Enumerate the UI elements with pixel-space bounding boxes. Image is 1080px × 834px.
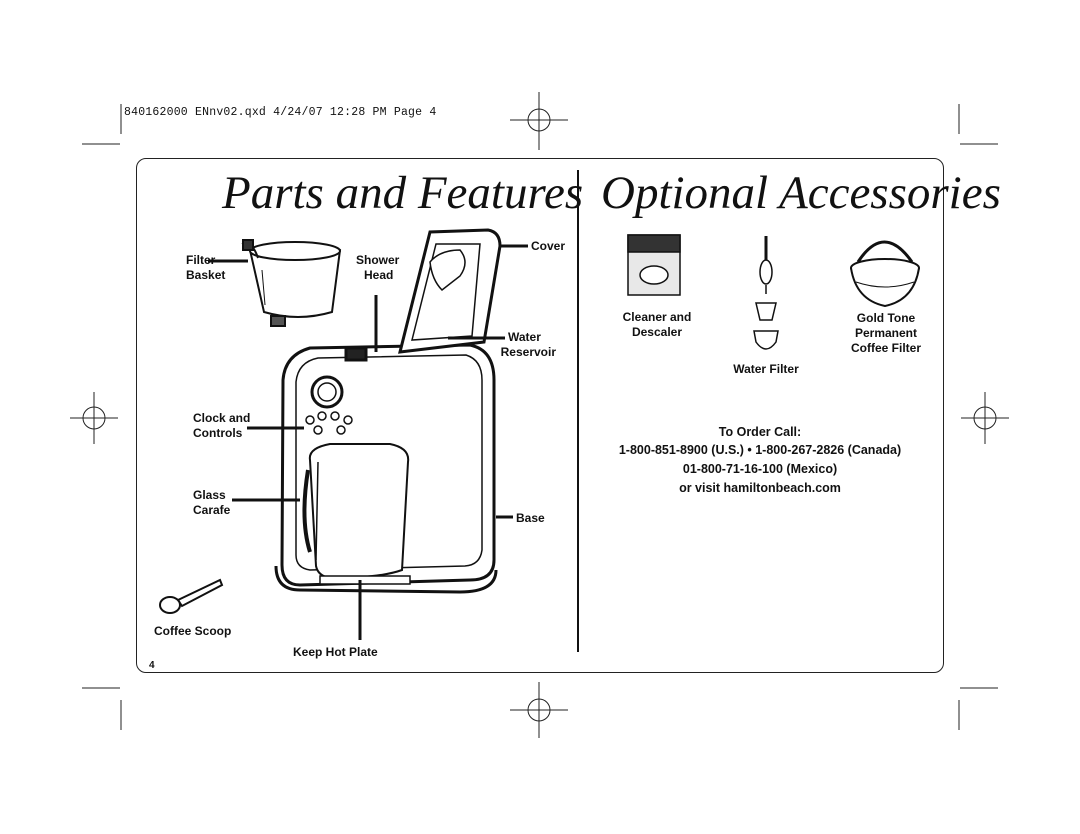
slug-line: 840162000 ENnv02.qxd 4/24/07 12:28 PM Pa… [124,106,437,119]
base-label: Base [516,511,545,525]
order-website: or visit hamiltonbeach.com [679,481,841,495]
page-frame [136,158,944,673]
order-phone-us-canada: 1-800-851-8900 (U.S.) • 1-800-267-2826 (… [618,443,902,457]
coffee-maker-illustration [274,228,502,594]
accessories-heading: Optional Accessories [601,167,1001,219]
registration-mark-right [961,392,1009,444]
coffee-scoop-illustration [159,578,224,614]
cover-label: Cover [531,239,566,253]
column-divider [577,170,579,652]
cleaner-box-illustration [627,234,681,296]
registration-mark-left [70,392,118,444]
filter-basket-illustration [241,239,342,327]
page-number: 4 [149,660,155,671]
order-phone-mexico: 01-800-71-16-100 (Mexico) [682,462,838,476]
leader-lines [208,244,528,640]
coffee-scoop-label: Coffee Scoop [154,624,232,638]
keep-hot-plate-label: Keep Hot Plate [293,645,378,659]
water-filter-label: Water Filter [733,362,799,376]
order-title: To Order Call: [718,425,802,439]
water-filter-illustration [753,236,779,350]
gold-tone-filter-illustration [850,240,920,308]
registration-mark-bottom [510,682,568,738]
parts-heading: Parts and Features [222,167,584,219]
registration-mark-top [510,92,568,150]
